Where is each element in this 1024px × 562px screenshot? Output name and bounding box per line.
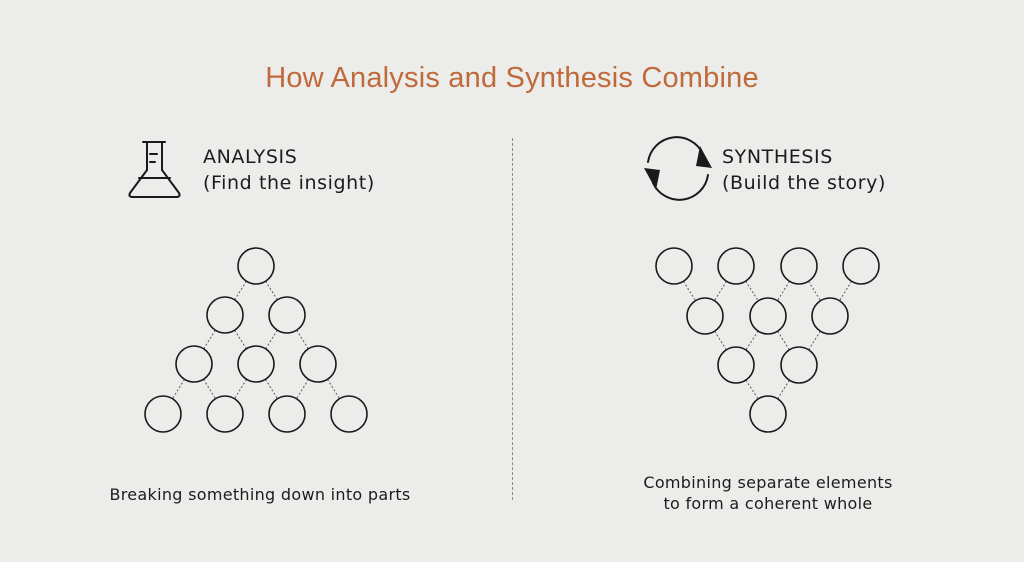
analysis-node: [206, 395, 244, 433]
analysis-caption: Breaking something down into parts: [109, 485, 411, 504]
synthesis-connector: [683, 281, 696, 301]
page-title: How Analysis and Synthesis Combine: [265, 62, 759, 94]
synthesis-node: [842, 247, 880, 285]
synthesis-connector: [714, 330, 727, 351]
analysis-node: [299, 345, 337, 383]
synthesis-node: [717, 346, 755, 384]
analysis-node: [237, 247, 275, 285]
analysis-connector: [265, 329, 278, 350]
synthesis-connector: [777, 379, 790, 400]
analysis-node: [206, 296, 244, 334]
synthesis-connector: [714, 281, 727, 301]
analysis-heading: ANALYSIS (Find the insight): [203, 144, 375, 196]
synthesis-node: [780, 247, 818, 285]
analysis-node: [237, 345, 275, 383]
synthesis-caption: Combining separate elements to form a co…: [568, 472, 968, 514]
cycle-arrows-icon: [644, 136, 712, 201]
analysis-connector: [327, 379, 340, 399]
synthesis-node: [811, 297, 849, 335]
synthesis-connector: [808, 281, 821, 301]
analysis-node: [330, 395, 368, 433]
synthesis-connector: [808, 330, 821, 351]
synthesis-node: [686, 297, 724, 335]
analysis-connector: [265, 280, 278, 301]
analysis-subtitle: (Find the insight): [203, 172, 375, 194]
analysis-node: [175, 345, 213, 383]
analysis-connector: [234, 329, 247, 350]
synthesis-connector: [745, 330, 759, 351]
synthesis-caption-line1: Combining separate elements: [643, 473, 893, 492]
analysis-node: [268, 395, 306, 433]
synthesis-connector: [745, 280, 759, 302]
analysis-connector: [203, 379, 216, 399]
synthesis-connector: [777, 281, 790, 301]
analysis-connector: [172, 379, 185, 399]
synthesis-connector: [839, 281, 852, 301]
synthesis-node: [749, 395, 787, 433]
analysis-node: [144, 395, 182, 433]
analysis-connector: [265, 379, 278, 399]
analysis-node: [268, 296, 306, 334]
analysis-title: ANALYSIS: [203, 146, 298, 168]
synthesis-connector: [777, 330, 790, 351]
analysis-connector: [296, 329, 309, 350]
synthesis-title: SYNTHESIS: [722, 146, 833, 168]
analysis-connector: [203, 329, 216, 350]
analysis-connector: [234, 379, 247, 399]
synthesis-node: [780, 346, 818, 384]
flask-icon: [128, 141, 181, 198]
analysis-connector: [296, 379, 309, 399]
synthesis-caption-line2: to form a coherent whole: [663, 494, 873, 513]
synthesis-node: [655, 247, 693, 285]
synthesis-node: [749, 297, 787, 335]
synthesis-subtitle: (Build the story): [722, 172, 887, 194]
analysis-connector: [234, 280, 247, 301]
synthesis-node: [717, 247, 755, 285]
center-divider: [512, 138, 513, 500]
synthesis-connector: [745, 379, 759, 400]
synthesis-heading: SYNTHESIS (Build the story): [722, 144, 886, 196]
